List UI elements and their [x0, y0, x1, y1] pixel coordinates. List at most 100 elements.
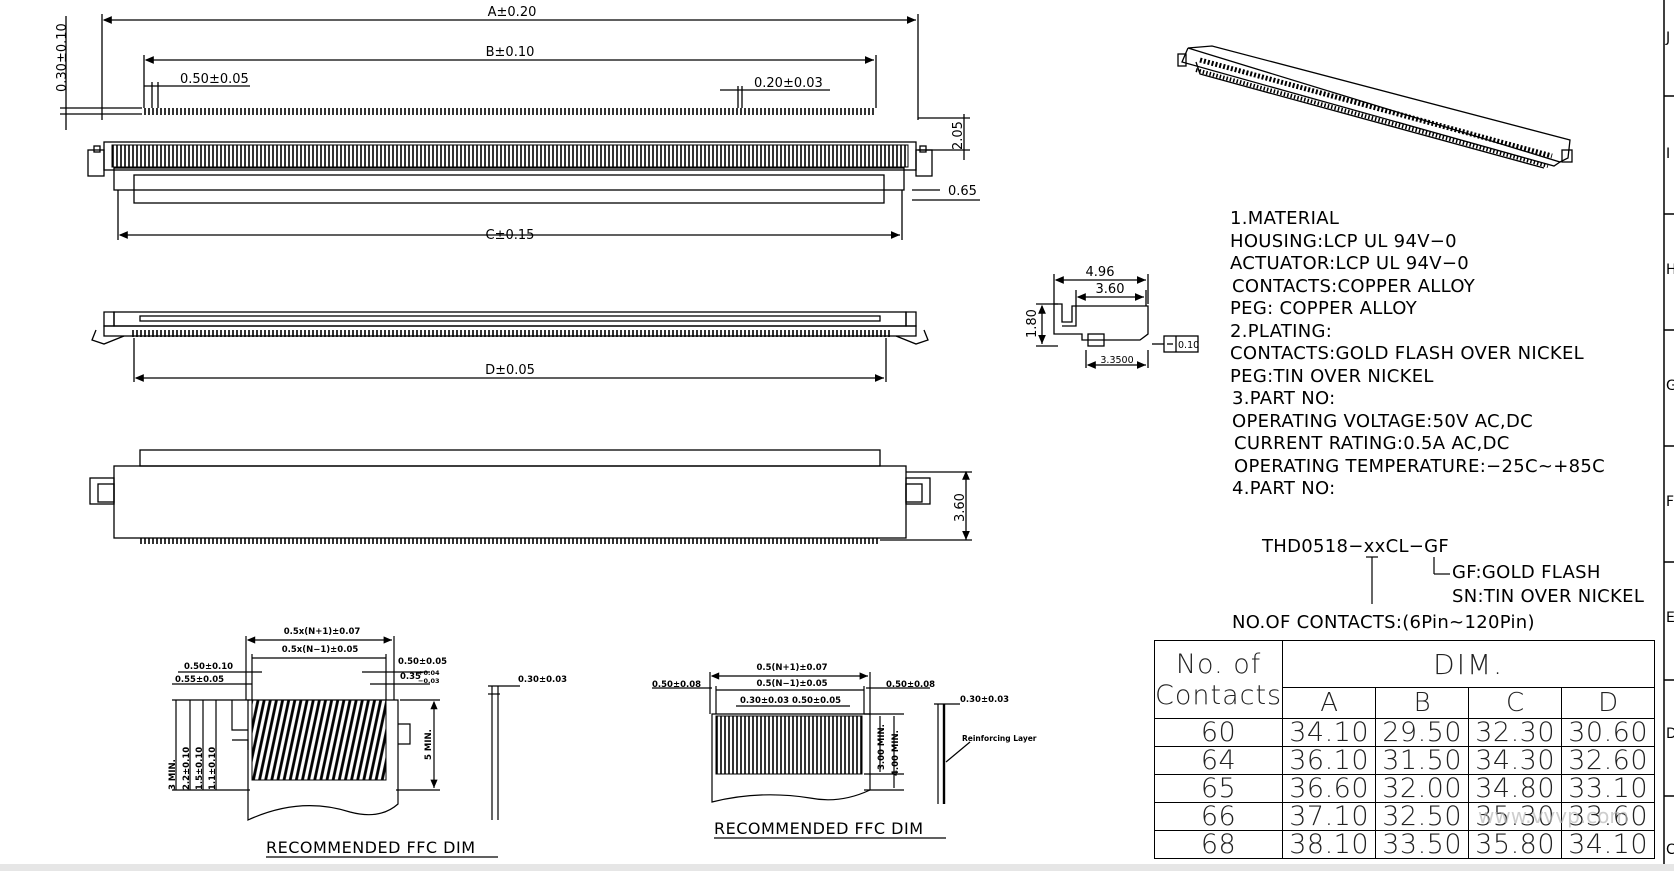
table-cell: 34.80	[1468, 774, 1563, 803]
note-part-no-4: 4.PART NO:	[1232, 478, 1336, 499]
ffc-left-d6-tol: +0.04	[418, 669, 440, 677]
table-header-dim: DIM.	[1282, 640, 1656, 688]
ffc-right-d3: 0.50±0.08	[652, 680, 701, 690]
table-cell: 66	[1153, 802, 1284, 831]
note-actuator: ACTUATOR:LCP UL 94V−0	[1230, 253, 1469, 274]
table-cell: 34.30	[1468, 746, 1563, 775]
middle-view	[91, 311, 929, 382]
table-cell: 36.10	[1282, 746, 1377, 775]
note-temperature: OPERATING TEMPERATURE:−25C~+85C	[1234, 455, 1605, 477]
table-cell: 32.60	[1561, 746, 1656, 775]
side-w3350-label: 3.3500	[1100, 355, 1133, 366]
table-cell: 32.30	[1468, 718, 1563, 747]
ffc-right-d1: 0.5(N+1)±0.07	[756, 663, 827, 673]
table-row: 65 36.60 32.00 34.80 33.10	[1153, 774, 1656, 803]
sheet-border	[1663, 0, 1674, 864]
note-material-title: 1.MATERIAL	[1230, 208, 1340, 229]
side-h180-label: 1.80	[1025, 309, 1040, 338]
table-cell: 64	[1153, 746, 1284, 775]
table-col-c: C	[1468, 687, 1563, 719]
table-col-a: A	[1282, 687, 1377, 719]
ffc-left-d2: 0.5x(N−1)±0.05	[282, 645, 359, 655]
table-row: 66 37.10 32.50 35.30 33.60	[1153, 802, 1656, 831]
ffc-left-title: RECOMMENDED FFC DIM	[266, 838, 476, 857]
zone-letter-d: D	[1666, 726, 1674, 742]
height-360-label: 3.60	[953, 493, 968, 522]
height-205-label: 2.05	[951, 121, 966, 150]
bottom-view	[89, 449, 972, 544]
part-number-code: THD0518−xxCL−GF	[1262, 536, 1450, 557]
table-cell: 68	[1153, 830, 1284, 859]
zone-letter-g: G	[1666, 378, 1674, 394]
table-row: 68 38.10 33.50 35.80 34.10	[1153, 830, 1656, 859]
table-col-d: D	[1561, 687, 1656, 719]
table-cell: 38.10	[1282, 830, 1377, 859]
ffc-right-d4: 0.50±0.08	[886, 680, 935, 690]
ffc-right-v1: 3.00 MIN.	[877, 724, 887, 770]
zone-letter-j: J	[1666, 30, 1671, 46]
dimension-table: No. of Contacts DIM. A B C D 60 34.10 29…	[1153, 640, 1656, 859]
ffc-left-d6: 0.35	[400, 672, 421, 682]
dim-b-label: B±0.10	[486, 45, 535, 60]
ffc-right-d5: 0.30±0.03	[740, 696, 789, 706]
table-cell: 33.50	[1375, 830, 1470, 859]
zone-letter-h: H	[1666, 262, 1674, 278]
dim-a-label: A±0.20	[488, 5, 537, 20]
ffc-right-drawing	[652, 672, 971, 804]
part-number-contacts-range: NO.OF CONTACTS:(6Pin~120Pin)	[1232, 612, 1535, 633]
notes-block: 1.MATERIAL HOUSING:LCP UL 94V−0 ACTUATOR…	[1230, 208, 1670, 501]
note-voltage: OPERATING VOLTAGE:50V AC,DC	[1232, 410, 1533, 432]
note-plating-peg: PEG:TIN OVER NICKEL	[1230, 365, 1434, 387]
pin-width-label: 0.20±0.03	[754, 76, 823, 91]
table-row: 60 34.10 29.50 32.30 30.60	[1153, 718, 1656, 747]
ffc-left-v4: 1.1±0.10	[208, 747, 218, 790]
table-cell: 33.60	[1561, 802, 1656, 831]
note-current: CURRENT RATING:0.5A AC,DC	[1234, 433, 1510, 454]
ffc-right-reinforcing: Reinforcing Layer	[962, 734, 1037, 743]
table-cell: 33.10	[1561, 774, 1656, 803]
table-cell: 30.60	[1561, 718, 1656, 747]
ffc-left-v1: 3 MIN.	[168, 759, 178, 790]
dim-c-label: C±0.15	[486, 228, 535, 243]
ffc-left-d4: 0.55±0.05	[175, 675, 224, 685]
table-header-contacts: No. of Contacts	[1153, 640, 1284, 719]
ffc-left-d7: 0.30±0.03	[518, 675, 567, 685]
side-height-label: 0.30±0.10	[55, 23, 70, 92]
ffc-right-title: RECOMMENDED FFC DIM	[714, 819, 924, 838]
zone-letter-c: C	[1666, 842, 1674, 858]
ffc-left-d3: 0.50±0.10	[184, 662, 233, 672]
watermark: www.vvvp.com	[1478, 804, 1629, 828]
note-plating-title: 2.PLATING:	[1230, 320, 1333, 342]
table-cell: 37.10	[1282, 802, 1377, 831]
table-header-contacts-label: Contacts	[1155, 679, 1283, 711]
side-w360-label: 3.60	[1096, 282, 1125, 297]
dim-d-label: D±0.05	[485, 363, 535, 378]
table-cell: 34.10	[1282, 718, 1377, 747]
table-cell: 35.80	[1468, 830, 1563, 859]
ffc-left-d5: 0.50±0.05	[398, 657, 447, 667]
table-cell: 34.10	[1561, 830, 1656, 859]
ffc-right-d2: 0.5(N−1)±0.05	[756, 679, 827, 689]
note-housing: HOUSING:LCP UL 94V−0	[1230, 230, 1457, 252]
table-cell: 31.50	[1375, 746, 1470, 775]
flatness-label: 0.10	[1178, 340, 1199, 351]
top-view	[60, 14, 980, 240]
note-part-no-3: 3.PART NO:	[1232, 388, 1336, 409]
table-cell: 65	[1153, 774, 1284, 803]
ffc-right-v2: 4.00 MIN.	[891, 730, 901, 776]
pitch-label: 0.50±0.05	[180, 72, 249, 87]
table-cell: 60	[1153, 718, 1284, 747]
note-plating-contacts: CONTACTS:GOLD FLASH OVER NICKEL	[1230, 343, 1584, 364]
table-cell: 36.60	[1282, 774, 1377, 803]
table-row: 64 36.10 31.50 34.30 32.60	[1153, 746, 1656, 775]
isometric-view	[1177, 45, 1573, 169]
note-contacts: CONTACTS:COPPER ALLOY	[1232, 275, 1476, 297]
table-header-no: No. of	[1175, 648, 1262, 680]
part-number-sn: SN:TIN OVER NICKEL	[1452, 586, 1645, 607]
ffc-left-v2: 2.2±0.10	[182, 747, 192, 790]
zone-letter-f: F	[1666, 494, 1674, 510]
note-peg: PEG: COPPER ALLOY	[1230, 298, 1418, 319]
ffc-right-d7: 0.30±0.03	[960, 695, 1009, 705]
table-col-b: B	[1375, 687, 1470, 719]
